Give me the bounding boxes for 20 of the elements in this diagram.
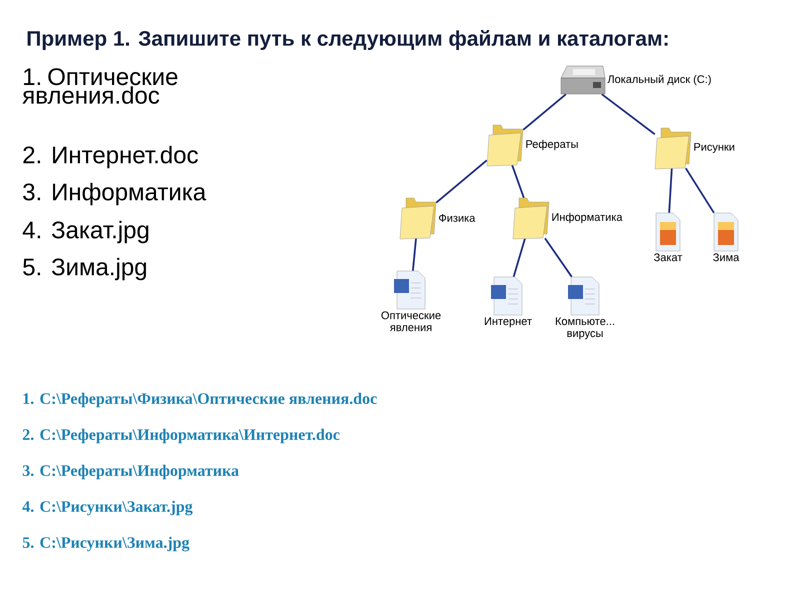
answer-path: 5. C:\Рисунки\Зима.jpg bbox=[22, 536, 190, 552]
title: Пример 1. Запишите путь к следующим файлам и каталогам: bbox=[28, 30, 668, 50]
answer-path: 3. C:\Рефераты\Информатика bbox=[22, 464, 239, 480]
connector-line bbox=[668, 168, 673, 213]
list-item: 1. Оптические явления.doc bbox=[22, 68, 178, 104]
answer-path: 2. C:\Рефераты\Информатика\Интернет.doc bbox=[22, 428, 340, 444]
connector-line bbox=[522, 94, 567, 131]
connector-line bbox=[436, 160, 488, 204]
list-item: 5. Зима.jpg bbox=[23, 258, 146, 280]
connector-line bbox=[412, 238, 417, 271]
connector-line bbox=[512, 238, 526, 278]
connector-line bbox=[544, 238, 572, 278]
list-item: 2. Интернет.doc bbox=[23, 146, 198, 168]
connector-line bbox=[511, 164, 525, 198]
answer-path: 4. C:\Рисунки\Закат.jpg bbox=[22, 500, 193, 516]
list-item: 3. Информатика bbox=[23, 182, 206, 206]
list-item: 4. Закат.jpg bbox=[22, 220, 148, 244]
connector-line bbox=[601, 93, 656, 135]
connector-line bbox=[684, 168, 715, 214]
answer-path: 1. C:\Рефераты\Физика\Оптические явления.doc bbox=[24, 392, 377, 408]
